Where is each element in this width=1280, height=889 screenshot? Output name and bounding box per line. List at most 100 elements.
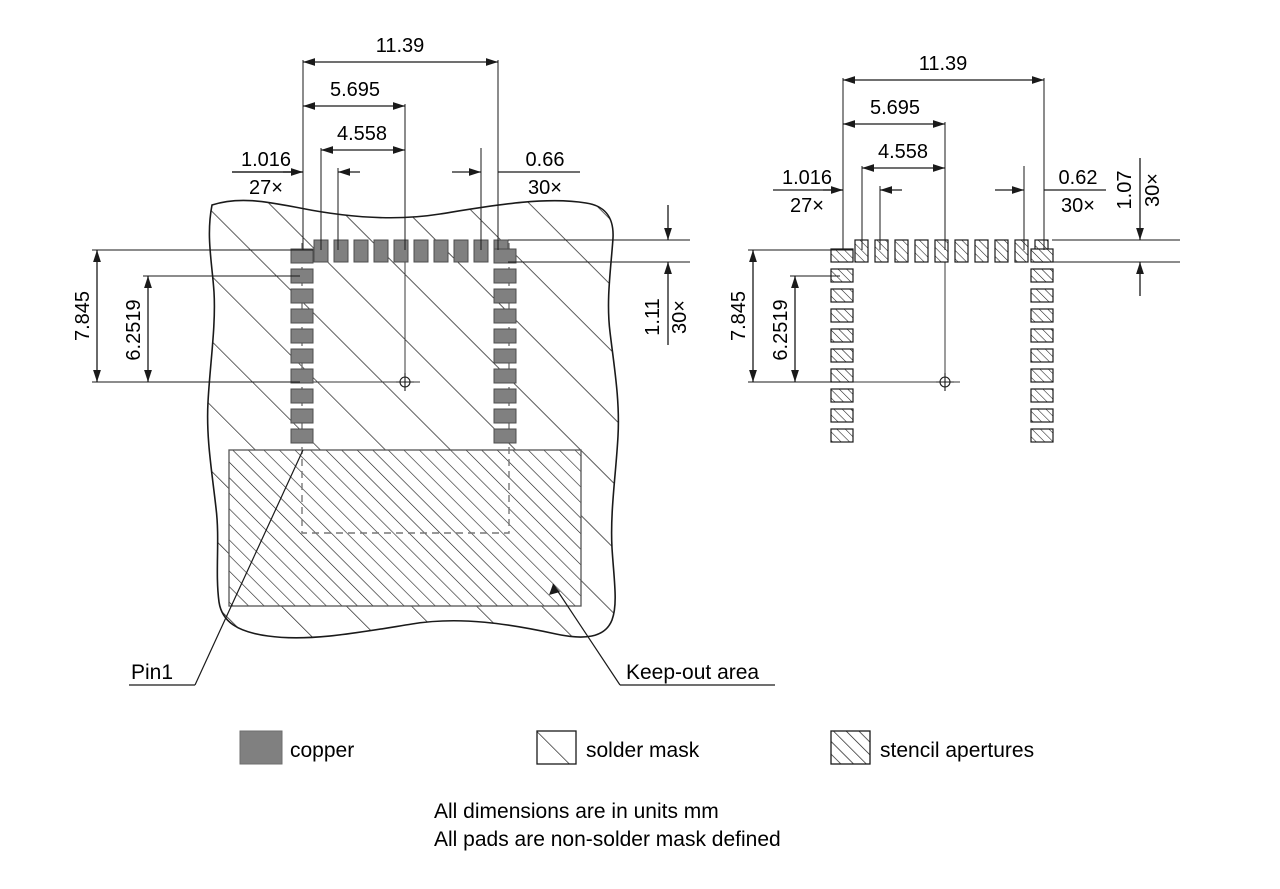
dim-pad-pitch-right: 0.62 30× [995,167,1106,217]
stencil-aperture [1030,348,1054,363]
dim-value: 0.66 [526,149,565,171]
dim-pad-width-right: 1.016 27× [773,167,902,217]
dim-count: 27× [790,195,824,217]
copper-pad [290,328,314,344]
dim-value: 11.39 [919,53,968,75]
stencil-aperture [974,239,989,263]
copper-pad [493,388,517,404]
dim-count: 30× [1142,173,1164,207]
stencil-aperture [1030,248,1054,263]
copper-pad [290,408,314,424]
copper-pad [493,408,517,424]
legend-swatch-stencil-apertures [830,730,871,765]
stencil-aperture [1030,288,1054,303]
dim-value: 1.016 [782,167,832,189]
component-body-outline [301,243,510,534]
dim-count: 27× [249,177,283,199]
copper-pad [493,288,517,304]
dim-inner-height-left: 6.2519 [123,276,152,382]
dim-value: 1.07 [1114,171,1136,210]
dim-value: 7.845 [72,291,94,341]
dim-overall-height-left: 7.845 [72,250,101,382]
dim-inner-width-left: 4.558 [321,123,405,154]
dim-pad-width-left: 1.016 27× [232,149,360,199]
dim-half-width-left: 5.695 [303,79,405,110]
copper-pad [290,348,314,364]
copper-pad [493,368,517,384]
copper-pad [290,248,314,264]
dim-value: 7.845 [728,291,750,341]
pin1-label: Pin1 [131,661,173,684]
copper-pad [353,239,369,263]
left-view-witness-lines [302,60,499,250]
legend-label-solder-mask: solder mask [586,739,700,762]
origin-center-mark [396,373,414,391]
stencil-aperture [914,239,929,263]
stencil-aperture [894,239,909,263]
dim-value: 5.695 [870,97,920,119]
dim-pad-height-right: 1.07 30× [1052,158,1180,296]
copper-pad [493,348,517,364]
copper-pad [493,428,517,444]
dim-overall-width-left: 11.39 [303,35,498,66]
left-column-copper-pads [290,248,314,444]
dim-inner-width-right: 4.558 [862,141,945,172]
dim-value: 4.558 [878,141,928,163]
copper-pad [393,239,409,263]
right-view-witness-lines [842,78,1045,250]
keepout-label: Keep-out area [626,661,759,684]
copper-pad [290,368,314,384]
dim-count: 30× [528,177,562,199]
note-line-1: All dimensions are in units mm [434,800,719,823]
copper-pad [290,388,314,404]
note-line-2: All pads are non-solder mask defined [434,828,781,851]
copper-pad [493,328,517,344]
copper-pad [453,239,469,263]
left-column-stencil-apertures [830,248,854,443]
dim-count: 30× [669,300,691,334]
dim-pad-height-left: 1.11 30× [508,205,691,345]
copper-pad [413,239,429,263]
legend-label-copper: copper [290,739,354,762]
dim-half-width-right: 5.695 [843,97,945,128]
left-view-vertical-witness [92,249,313,383]
stencil-aperture [830,348,854,363]
dim-overall-width-right: 11.39 [843,53,1044,84]
stencil-aperture [1014,239,1029,263]
legend-swatch-solder-mask [536,730,577,765]
stencil-aperture [874,239,889,263]
right-view-group: 11.39 5.695 4.558 1.016 27× 0.62 30× [728,53,1180,443]
dim-overall-height-right: 7.845 [728,250,757,382]
stencil-aperture [830,288,854,303]
dim-value: 11.39 [376,35,425,57]
stencil-aperture [1030,408,1054,423]
dim-value: 4.558 [337,123,387,145]
copper-pad [493,248,517,264]
keepout-leader [549,583,775,686]
stencil-aperture [830,428,854,443]
notes-group: All dimensions are in units mm All pads … [434,800,781,851]
stencil-aperture [1030,428,1054,443]
right-column-copper-pads [493,248,517,444]
copper-pad [290,428,314,444]
stencil-aperture [1030,308,1054,323]
stencil-aperture [934,239,949,263]
pin1-leader [129,449,304,686]
stencil-aperture [830,388,854,403]
dim-value: 0.62 [1059,167,1098,189]
copper-pad [290,288,314,304]
stencil-aperture [830,248,854,263]
right-column-stencil-apertures [1030,248,1054,443]
stencil-aperture [830,308,854,323]
dim-value: 1.11 [642,298,664,335]
dim-value: 1.016 [241,149,291,171]
stencil-aperture [1030,328,1054,343]
stencil-aperture [830,328,854,343]
legend-group: copper solder mask stencil apertures [239,730,1034,765]
copper-pad [433,239,449,263]
dim-value: 5.695 [330,79,380,101]
copper-pad [493,308,517,324]
dim-pad-pitch-left: 0.66 30× [452,149,580,199]
